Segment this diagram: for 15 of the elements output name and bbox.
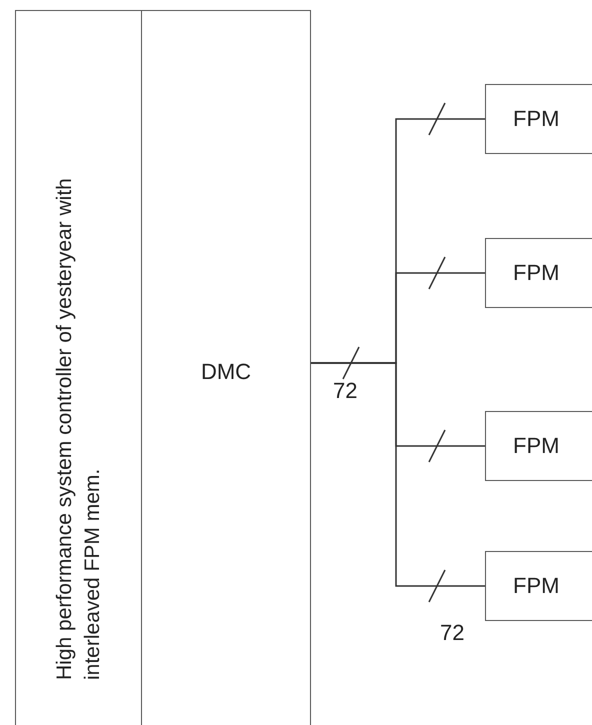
block-label: DMC <box>200 359 252 385</box>
block-label: FPM <box>513 260 560 286</box>
bus-width-label: 72 <box>440 620 464 646</box>
block-label: FPM <box>513 433 560 459</box>
memory-block <box>485 411 592 481</box>
block-label: FPM <box>513 573 560 599</box>
bus-line <box>310 362 485 587</box>
memory-block <box>485 551 592 621</box>
bus-width-label: 72 <box>333 378 358 404</box>
controller-block <box>141 10 311 725</box>
memory-block <box>485 238 592 308</box>
description-text: High performance system controller of yesteryear with interleaved FPM mem. <box>52 177 105 680</box>
memory-block <box>485 84 592 154</box>
description-panel <box>15 10 143 725</box>
block-label: FPM <box>513 106 560 132</box>
